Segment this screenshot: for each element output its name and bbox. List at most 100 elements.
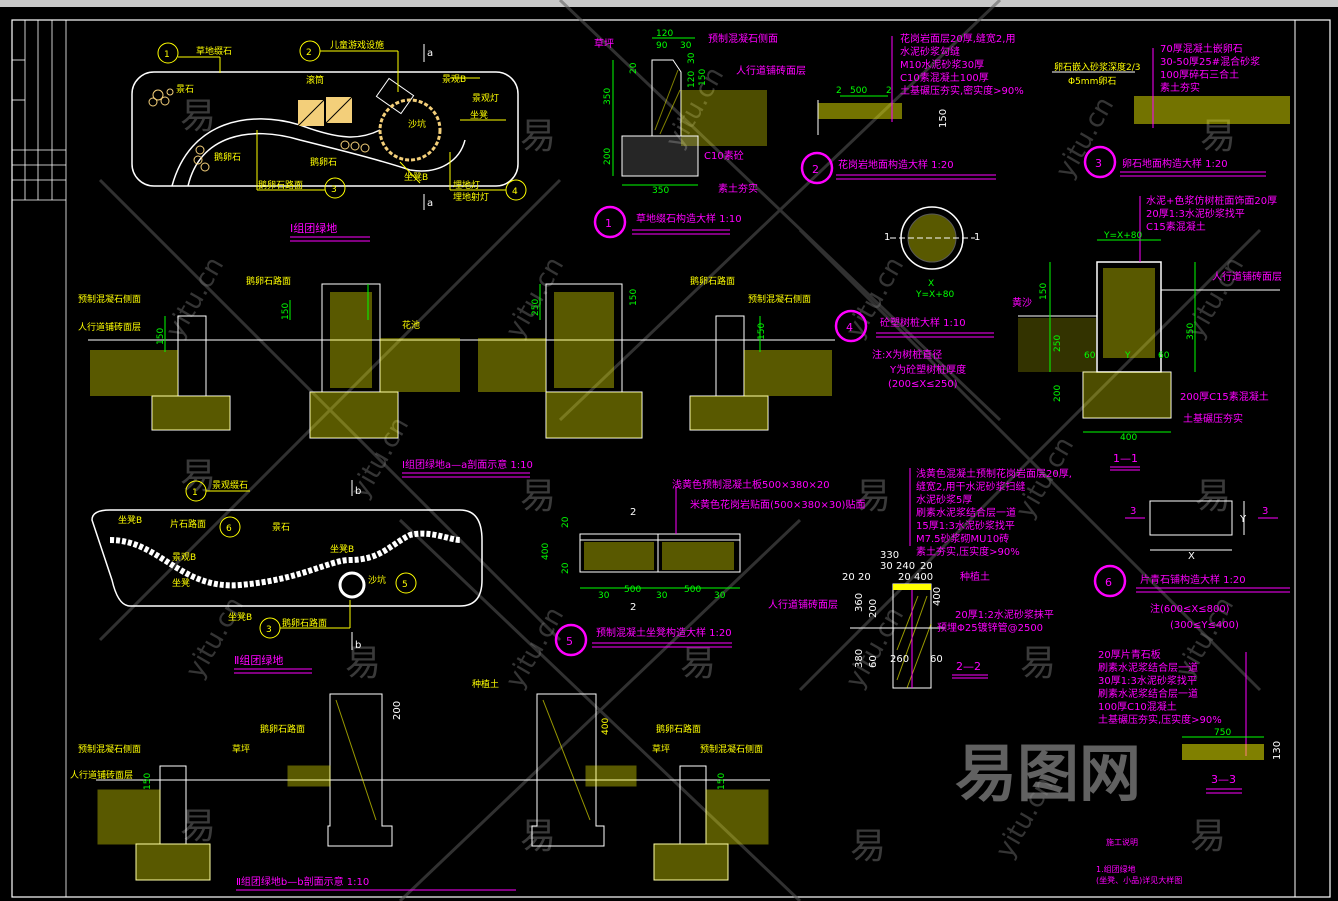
label-detail6-dims-2: X [1188,551,1195,562]
drawing-mark [135,843,211,881]
label-notes-1: 1.组团绿地 [1096,864,1136,874]
label-plan_a-callouts-3: 4 [512,187,518,197]
label-plan_a-labels-4: 沙坑 [408,118,426,130]
label-detail5-dims-9: 20 [561,562,571,574]
label-section_b-labels-3: 种植土 [472,678,499,690]
label-detail1-dims-5: 30 [687,52,697,64]
drawing-mark [715,315,745,397]
label-section22-dims-2: 240 [896,561,915,572]
label-plan_b-callouts-0: 1 [192,488,198,498]
label-section11-dims-0: Y=X+80 [1103,231,1142,241]
label-plan_a-labels-6: 景观B [442,74,466,85]
label-section11-dims-5: 60 [1084,351,1096,361]
drawing-mark [193,155,203,165]
label-watermark-char: 易 [680,643,716,684]
drawing-mark [350,141,360,151]
drawing-mark [542,699,591,821]
drawing-mark [151,283,769,439]
drawing-mark [380,338,460,392]
label-detail6-notes-1: (300≤Y≤400) [1170,620,1239,631]
label-detail5-dims-0: 2 [630,507,636,518]
drawing-mark [287,765,331,787]
label-detail1-dims-6: 120 [687,71,697,88]
label-section_b-labels-5: 草坪 [652,743,670,755]
label-plan_a-labels-11: 坐凳B [404,172,428,183]
drawing-mark [157,40,527,201]
drawing-mark [679,765,707,845]
drawing-mark [395,572,417,594]
label-detail1-title: 草地缀石构造大样 1:10 [636,212,742,225]
label-plan_a-labels-3: 滚筒 [306,74,324,86]
label-detail3-layers-2: 100厚碎石三合土 [1160,68,1239,81]
label-section22-title: 2—2 [956,660,981,673]
label-detail1-labels-0: 草坪 [594,37,614,50]
label-plan_a-callouts-0: 1 [164,50,170,60]
label-plan_b-labels-5: 景观B [172,552,196,563]
drawing-mark [622,136,698,176]
label-section22-layers-4: 15厚1:3水泥砂浆找平 [916,519,1015,532]
label-plan_a-callouts-2: 3 [331,185,337,195]
label-section33-layers-2: 30厚1:3水泥砂浆找平 [1098,674,1197,687]
label-section22-dims-4: 20 [842,572,855,583]
label-detail1-dims-8: 200 [603,148,613,165]
label-detail4-notes-0: 注:X为树桩直径 [872,348,942,361]
label-section11-labels-0: 人行道铺砖面层 [1212,270,1282,283]
label-detail1-labels-2: 人行道铺砖面层 [736,64,806,77]
label-detail5-dims-5: 500 [684,585,701,595]
drawing-mark [152,89,164,101]
label-section_b-dims-0: 150 [143,773,153,790]
label-section11-dims-6: Y [1124,351,1131,361]
drawing-mark [98,178,562,642]
label-section22-dims-0: 330 [880,550,899,561]
label-section_a-dims-0: 150 [156,328,166,345]
drawing-mark [109,530,461,589]
label-section22-labels-2: 预埋Φ25镀锌管@2500 [937,621,1043,634]
detail-3: 卵石嵌入砂浆深度2/3 Φ5mm卵石 70厚混凝土嵌卵石 30-50厚25#混合… [1052,42,1290,179]
label-section_a-labels-5: 预制混凝石侧面 [748,293,811,305]
label-watermark-char: 易 [1020,643,1056,684]
label-section22-layers-1: 缝宽2,用干水泥砂浆扫缝 [916,480,1026,493]
drawing-mark [1182,744,1264,760]
drawing-mark [659,89,681,135]
label-detail3-num: 3 [1095,157,1102,170]
label-section22-layers-0: 浅黄色混凝土预制花岗岩面层20厚, [916,467,1072,480]
drawing-mark [310,392,398,438]
label-watermark-char: 易 [180,96,216,137]
label-detail1-dims-1: 90 [656,41,668,51]
plan-2-title: Ⅱ组团绿地 [234,653,283,667]
label-detail3-labels-1: Φ5mm卵石 [1068,76,1116,87]
label-plan_a-labels-10: 坐凳 [470,110,488,121]
drawing-mark [398,518,802,901]
label-detail3-layers-1: 30-50厚25#混合砂浆 [1160,55,1260,68]
label-detail6-title: 片青石铺构造大样 1:20 [1140,573,1246,586]
label-section22-labels-0: 种植土 [960,570,990,583]
drawing-mark [1049,239,1196,433]
label-watermark-char: 易 [850,826,886,867]
label-watermark-char: 易 [520,116,556,157]
label-section_a-dims-2: 250 [531,299,541,316]
label-detail2-num: 2 [812,163,819,176]
drawing-mark [378,98,442,162]
drawing-mark [554,623,588,657]
drawing-mark [330,292,372,388]
label-section33-layers-0: 20厚片青石板 [1098,648,1161,661]
drawing-mark [689,395,769,431]
plan-1-label-landscape-lamp: 景观灯 [472,93,499,104]
label-section_b-labels-7: 草坪 [232,743,250,755]
label-plan_a-labels-13: 埋地射灯 [453,191,489,203]
label-plan_b-labels-2: 片石路面 [170,518,206,530]
label-watermark-char: 易 [1190,816,1226,857]
label-detail1-dims-0: 120 [656,29,673,39]
drawing-mark [612,37,698,186]
label-plan_a-section_mark: a [427,48,433,59]
drawing-mark [309,391,399,439]
label-detail5-dims-4: 30 [656,591,668,601]
label-section11-dims-7: 60 [1158,351,1170,361]
label-detail1-dims-7: 150 [698,69,708,86]
drawing-mark [1082,371,1172,419]
drawing-mark [593,205,627,239]
label-detail2-dims-3: 150 [938,109,949,128]
label-section_a-dims-1: 150 [281,303,291,320]
detail-2: 500 2 2 150 花岗岩面层20厚,缝宽2,用 水泥砂浆勾缝 M10水泥砂… [800,32,1024,185]
